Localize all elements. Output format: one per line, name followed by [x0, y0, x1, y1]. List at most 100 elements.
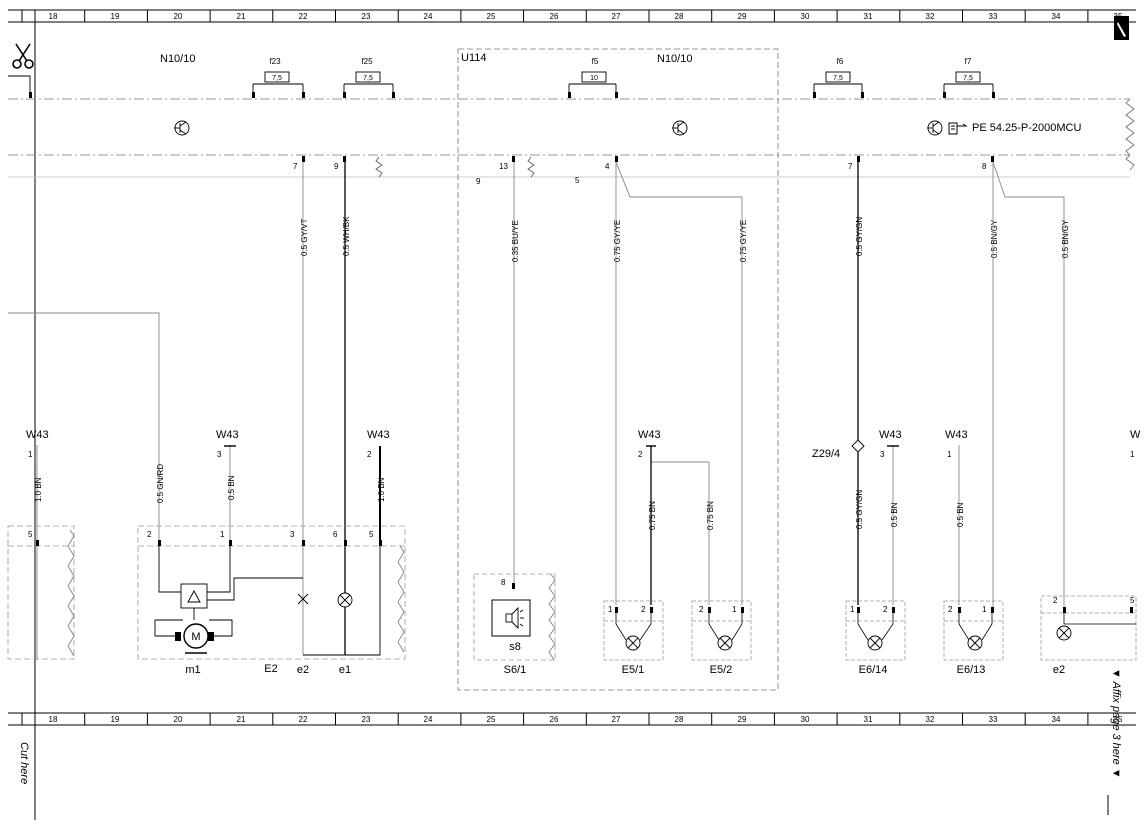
housing-zigzag [548, 573, 556, 661]
component-sublabel-e1: e1 [339, 664, 351, 676]
switch-symbol-icon [505, 606, 524, 630]
pe-reference: PE 54.25-P-2000MCU [972, 122, 1081, 134]
pin-label: 1 [982, 605, 987, 614]
top-grid-ruler [8, 9, 1136, 23]
grid-number: 25 [487, 715, 496, 724]
fuse-f6: f6 7,5 [813, 57, 864, 98]
ground-label: W43 [216, 429, 239, 441]
cross-icon [297, 593, 309, 605]
grid-number: 25 [487, 12, 496, 21]
pin-label: 2 [147, 530, 152, 539]
wire-label: 0.5 BN/GY [990, 219, 999, 258]
ground-pin: 3 [217, 450, 222, 459]
fuse-f7: f7 7,5 [943, 57, 995, 98]
pin-label: 5 [369, 530, 374, 539]
transistor-icon [927, 120, 943, 136]
grid-number: 27 [612, 715, 621, 724]
grid-number: 31 [864, 12, 873, 21]
wire-label: 0.5 BN/GY [1061, 219, 1070, 258]
motor-m1 [154, 546, 303, 654]
component-label-e5-2: E5/2 [710, 664, 733, 676]
lamp-icon [337, 592, 353, 608]
wire-label: 0.35 BU/YE [511, 220, 520, 262]
module-output-pins [302, 156, 994, 162]
pin-label: 8 [982, 162, 987, 171]
affix-page-note: ▼ Affix page 3 here ▼ [1110, 668, 1122, 779]
fuse-name: f25 [361, 57, 373, 66]
e2-ground-return [303, 546, 381, 656]
fuse-f25: f25 7,5 [343, 57, 395, 98]
wire-label: 1.0 BN [377, 477, 386, 502]
fuse-name: f7 [965, 57, 972, 66]
grid-number: 32 [926, 715, 935, 724]
grid-number: 32 [926, 12, 935, 21]
pin-label: 2 [883, 605, 888, 614]
ground-point-labels: W43 1 W43 3 W43 2 W43 2 W43 3 W43 1 W 1 [26, 429, 1141, 459]
pin-label: 7 [293, 162, 298, 171]
pin-label: 6 [333, 530, 338, 539]
fuse-name: f23 [269, 57, 281, 66]
fuse-name: f6 [837, 57, 844, 66]
transistor-icon [174, 120, 190, 136]
wire-label: 0.5 GY/GN [855, 490, 864, 529]
cut-here-note: Cut here [18, 742, 30, 784]
lamp-e5-2 [691, 600, 752, 661]
grid-number: 19 [111, 12, 120, 21]
grid-number: 35 [1114, 715, 1123, 724]
grid-number: 23 [362, 715, 371, 724]
pin-label: 9 [476, 177, 481, 186]
wire-label: 0.5 BN [227, 475, 236, 500]
housing-zigzag [67, 529, 75, 657]
switch-s8 [491, 599, 531, 637]
u114-enclosure [457, 48, 779, 691]
fuse-name: f5 [592, 57, 599, 66]
left-housing [7, 525, 75, 660]
fuse-f5: f5 10 [568, 57, 618, 98]
pin-label: 2 [699, 605, 704, 614]
ground-pin: 1 [947, 450, 952, 459]
connector-pins [36, 540, 382, 546]
component-label-e2: E2 [264, 663, 277, 675]
pin-label: 9 [334, 162, 339, 171]
fuse-rating: 7,5 [272, 75, 282, 82]
ground-label: W43 [879, 429, 902, 441]
transistor-icon [672, 120, 688, 136]
ground-pin: 3 [880, 450, 885, 459]
wire-label: 0.5 GY/GN [855, 217, 864, 256]
grid-number: 22 [299, 12, 308, 21]
ground-label: W43 [367, 429, 390, 441]
grid-number: 18 [49, 12, 58, 21]
grid-number: 18 [49, 715, 58, 724]
pin-label: 1 [850, 605, 855, 614]
grid-number: 26 [550, 12, 559, 21]
grid-number: 20 [174, 715, 183, 724]
pin-label: 7 [848, 162, 853, 171]
grid-number: 30 [801, 715, 810, 724]
grid-number: 28 [675, 715, 684, 724]
grid-number: 30 [801, 12, 810, 21]
grid-number: 22 [299, 715, 308, 724]
pin-label: 2 [948, 605, 953, 614]
lamp-e2-right [1040, 595, 1137, 661]
ground-pin: 2 [638, 450, 643, 459]
grid-number: 33 [989, 12, 998, 21]
pin-label: 2 [1053, 596, 1058, 605]
bottom-grid-ruler [8, 712, 1136, 726]
connector-pin [512, 583, 515, 589]
grid-number: 28 [675, 12, 684, 21]
grid-number: 24 [424, 715, 433, 724]
component-label-e6-13: E6/13 [957, 664, 986, 676]
component-label-e2-right: e2 [1053, 664, 1065, 676]
grid-number: 24 [424, 12, 433, 21]
grid-number: 31 [864, 715, 873, 724]
grid-number: 20 [174, 12, 183, 21]
left-edge-connector [8, 75, 32, 98]
pin-label: 2 [641, 605, 646, 614]
pin-label: 1 [732, 605, 737, 614]
pin-label: 1 [608, 605, 613, 614]
splice-label: Z29/4 [812, 448, 840, 460]
fuse-rating: 7,5 [963, 75, 973, 82]
fuse-f23: f23 7,5 [252, 57, 305, 98]
wire-label: 0.5 GY/VT [300, 219, 309, 256]
